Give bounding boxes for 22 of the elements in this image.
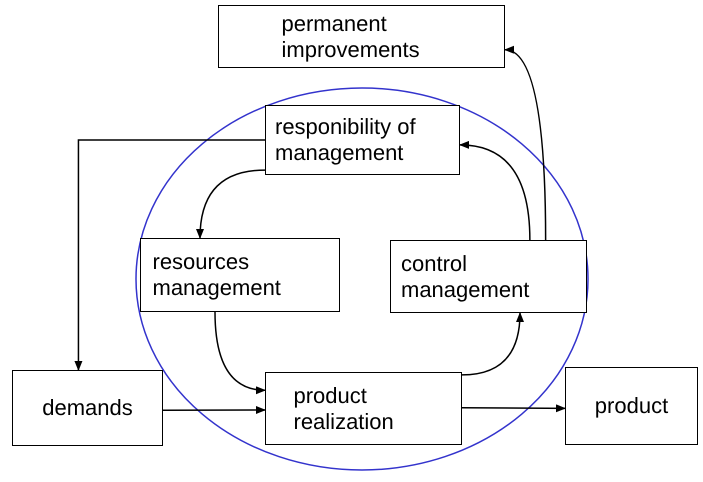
- box-label: product: [594, 393, 668, 419]
- arrow: [459, 141, 531, 240]
- process-box: [140, 238, 340, 312]
- box-label: permanent improvements: [282, 10, 421, 62]
- arrow: [462, 404, 566, 412]
- process-box: [265, 105, 460, 175]
- box-label: product realization: [294, 382, 395, 434]
- process-box: [12, 370, 163, 446]
- box-label: control management: [401, 250, 530, 302]
- process-box: [390, 240, 587, 313]
- process-box: [218, 5, 505, 68]
- box-label: resources management: [152, 249, 282, 301]
- arrow: [214, 312, 266, 394]
- process-box: [265, 372, 462, 445]
- arrow: [196, 169, 266, 239]
- arrow: [462, 312, 524, 376]
- process-box: [565, 367, 698, 445]
- box-label: responibility of management: [275, 114, 417, 166]
- arrow: [74, 139, 265, 371]
- box-label: demands: [42, 395, 133, 421]
- arrow: [504, 48, 546, 240]
- arrow: [163, 406, 266, 414]
